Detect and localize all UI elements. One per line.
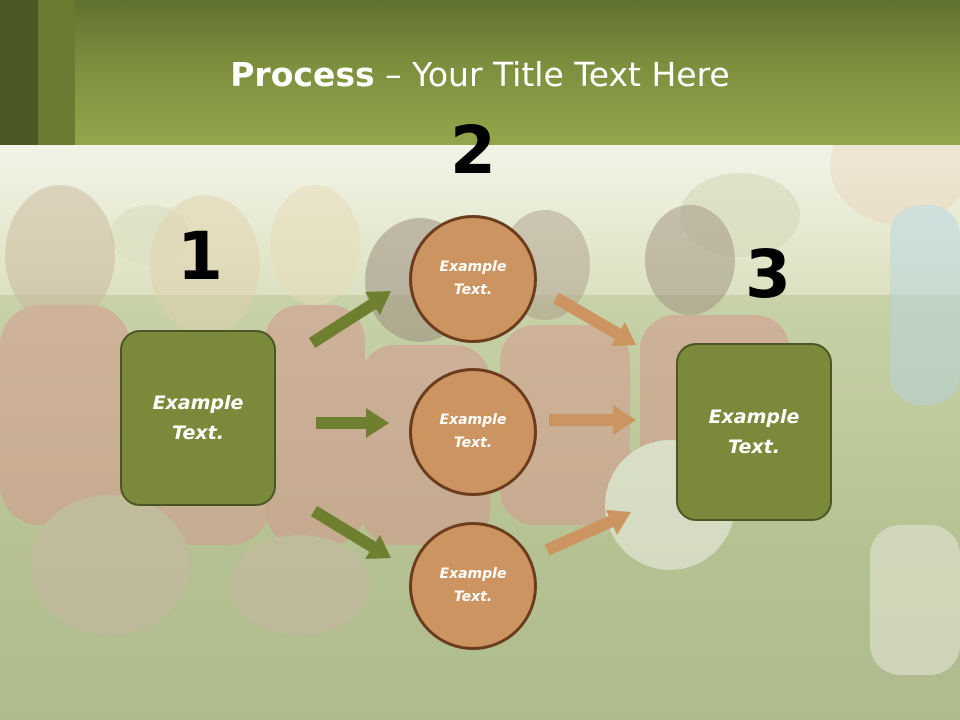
title-rest: – Your Title Text Here (374, 55, 730, 94)
circle-text: Example Text. (439, 566, 507, 605)
step-number-1: 1 (177, 218, 223, 295)
header-band: Process – Your Title Text Here (0, 0, 960, 145)
step-number-3: 3 (745, 236, 791, 313)
circle-text: Example Text. (439, 259, 507, 298)
step-1-box[interactable]: Example Text. (120, 330, 276, 506)
arrow-from-middle-circle (549, 405, 636, 435)
title-bold: Process (230, 55, 375, 94)
slide-title: Process – Your Title Text Here (0, 52, 960, 98)
arrow-to-bottom-circle (310, 505, 391, 559)
step-3-box[interactable]: Example Text. (676, 343, 832, 521)
arrow-from-bottom-circle (544, 510, 631, 556)
arrow-from-top-circle (552, 292, 636, 346)
step-1-text: Example Text. (152, 392, 244, 444)
header-accent-strip (0, 0, 38, 145)
step-2-circle-middle[interactable]: Example Text. (409, 368, 537, 496)
step-3-text: Example Text. (708, 406, 800, 458)
arrow-to-top-circle (308, 291, 391, 349)
header-accent-strip (38, 0, 75, 145)
step-2-circle-top[interactable]: Example Text. (409, 215, 537, 343)
circle-text: Example Text. (439, 412, 507, 451)
step-2-circle-bottom[interactable]: Example Text. (409, 522, 537, 650)
step-number-2: 2 (450, 112, 496, 189)
arrow-to-middle-circle (316, 408, 389, 438)
